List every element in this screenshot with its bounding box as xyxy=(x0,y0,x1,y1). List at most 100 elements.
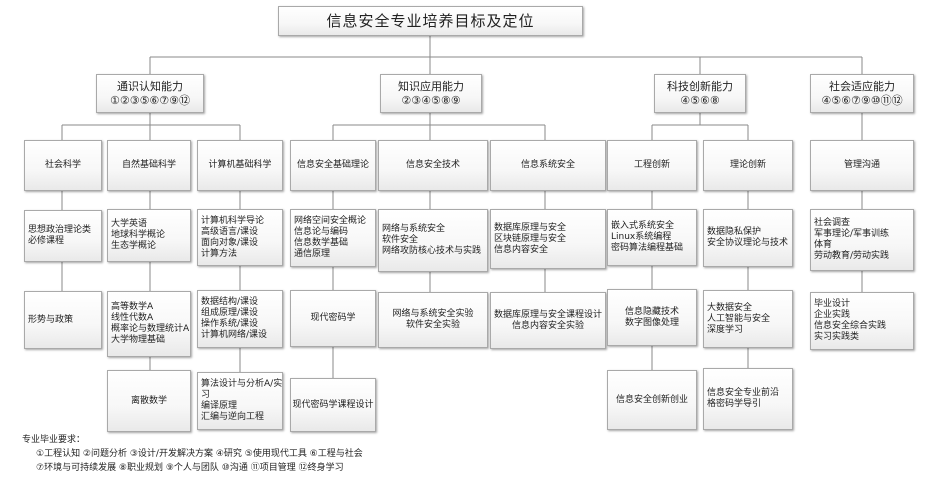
course-name: 大学物理基础 xyxy=(111,335,166,345)
course-name: 计算机科学导论 xyxy=(201,215,265,226)
course-name: 形势与政策 xyxy=(28,314,74,325)
course-name: 区块链原理与安全 xyxy=(494,233,567,244)
course-list-box: 数据结构/课设组成原理/课设操作系统/课设计算机网络/课设 xyxy=(197,290,283,348)
course-name: 地球科学概论 xyxy=(111,230,166,240)
course-name: 格密码学导引 xyxy=(707,399,762,409)
course-name: 密码算法编程基础 xyxy=(611,243,684,253)
course-name: 软件安全 xyxy=(382,235,419,245)
course-name: 网络与系统安全实验 xyxy=(392,309,474,319)
course-list-box: 现代密码学课程设计 xyxy=(290,378,376,432)
course-name: 人工智能与安全 xyxy=(707,313,771,324)
category-requirement-numbers: ④⑤⑥⑧ xyxy=(680,93,720,107)
category-title: 社会适应能力 xyxy=(829,79,895,93)
course-list-box: 计算机科学导论高级语言/课设面向对象/课设计算方法 xyxy=(197,209,283,266)
course-name: 军事理论/军事训练 xyxy=(814,229,890,239)
course-name: 汇编与逆向工程 xyxy=(201,412,265,422)
course-name: 组成原理/课设 xyxy=(201,308,259,318)
course-name: 现代密码学 xyxy=(310,313,356,323)
course-name: 信息安全专业前沿 xyxy=(707,388,780,398)
course-name: 网络空间安全概论 xyxy=(294,216,367,226)
course-name: 习 xyxy=(201,390,211,400)
category-requirement-numbers: ①②③⑤⑥⑦⑨⑫ xyxy=(109,93,191,107)
course-list-box: 大学英语地球科学概论生态学概论 xyxy=(107,209,191,262)
course-list-box: 信息安全创新创业 xyxy=(607,370,697,430)
legend-title: 专业毕业要求： xyxy=(22,435,86,445)
course-name: 社会调查 xyxy=(814,218,851,228)
course-group-header: 自然基础科学 xyxy=(107,140,191,191)
course-name: Linux系统编程 xyxy=(611,232,672,242)
course-list-box: 信息安全专业前沿格密码学导引 xyxy=(703,368,793,430)
course-name: 现代密码学课程设计 xyxy=(292,399,374,410)
course-name: 数据库原理与安全课程设计 xyxy=(493,309,602,320)
course-name: 信息隐藏技术 xyxy=(624,306,679,317)
course-name: 信息内容安全实验 xyxy=(511,320,584,331)
course-name: 面向对象/课设 xyxy=(201,237,259,248)
legend-row-2: ⑦环境与可持续发展 ⑧职业规划 ⑨个人与团队 ⑩沟通 ⑪项目管理 ⑫终身学习 xyxy=(36,463,344,473)
course-group-header: 信息系统安全 xyxy=(490,140,606,191)
category-title: 知识应用能力 xyxy=(398,79,464,93)
course-list-box: 社会调查军事理论/军事训练体育劳动教育/劳动实践 xyxy=(810,209,914,271)
course-name: 体育 xyxy=(814,240,833,250)
course-list-box: 信息隐藏技术数字图像处理 xyxy=(607,289,697,346)
course-name: 计算方法 xyxy=(201,248,238,259)
course-name: 安全协议理论与技术 xyxy=(707,238,789,248)
course-name: 软件安全实验 xyxy=(405,320,460,330)
course-name: 高级语言/课设 xyxy=(201,226,259,237)
course-list-box: 形势与政策 xyxy=(24,291,102,349)
course-group-header: 社会科学 xyxy=(24,140,102,191)
course-name: 概率论与数理统计A xyxy=(111,324,190,334)
course-name: 信息安全综合实践 xyxy=(814,321,887,331)
course-group-header: 管理沟通 xyxy=(810,140,914,191)
category-requirement-numbers: ②③④⑤⑧⑨ xyxy=(401,93,461,107)
course-list-box: 数据库原理与安全区块链原理与安全信息内容安全 xyxy=(490,209,606,269)
course-name: 高等数学A xyxy=(111,302,154,312)
course-list-box: 数据隐私保护安全协议理论与技术 xyxy=(703,209,793,267)
course-name: 数据结构/课设 xyxy=(201,297,259,307)
course-name: 大数据安全 xyxy=(707,302,753,313)
course-name: 嵌入式系统安全 xyxy=(611,221,675,231)
course-list-box: 算法设计与分析A/实习编译原理汇编与逆向工程 xyxy=(197,372,283,430)
course-group-header: 计算机基础科学 xyxy=(197,140,283,191)
course-list-box: 大数据安全人工智能与安全深度学习 xyxy=(703,290,793,348)
course-list-box: 思想政治理论类必修课程 xyxy=(24,210,102,262)
category-requirement-numbers: ④⑤⑥⑦⑨⑩⑪⑫ xyxy=(821,93,903,107)
course-list-box: 毕业设计企业实践信息安全综合实践实习实践类 xyxy=(810,292,914,350)
course-name: 数据库原理与安全 xyxy=(494,222,567,233)
category-title: 通识认知能力 xyxy=(117,79,183,93)
course-group-header: 信息安全基础理论 xyxy=(290,140,376,191)
category-title: 科技创新能力 xyxy=(667,79,733,93)
course-name: 网络与系统安全 xyxy=(382,224,446,234)
course-name: 编译原理 xyxy=(201,401,238,411)
root-title: 信息安全专业培养目标及定位 xyxy=(278,6,583,36)
course-name: 算法设计与分析A/实 xyxy=(201,379,283,389)
course-list-box: 网络与系统安全实验软件安全实验 xyxy=(378,292,488,348)
course-name: 离散数学 xyxy=(130,395,167,406)
course-group-header: 理论创新 xyxy=(703,140,793,191)
course-name: 数据隐私保护 xyxy=(707,227,762,237)
course-name: 信息论与编码 xyxy=(294,227,349,237)
course-name: 信息数学基础 xyxy=(294,238,349,248)
course-list-box: 网络与系统安全软件安全网络攻防核心技术与实践 xyxy=(378,209,488,272)
course-name: 通信原理 xyxy=(294,249,331,259)
course-name: 思想政治理论类 xyxy=(28,225,92,235)
course-name: 网络攻防核心技术与实践 xyxy=(382,246,482,256)
course-name: 数字图像处理 xyxy=(624,317,679,328)
course-group-header: 工程创新 xyxy=(607,140,697,191)
course-list-box: 现代密码学 xyxy=(290,290,376,347)
course-list-box: 离散数学 xyxy=(107,370,191,432)
course-name: 生态学概论 xyxy=(111,241,157,251)
course-list-box: 网络空间安全概论信息论与编码信息数学基础通信原理 xyxy=(290,209,376,267)
course-name: 深度学习 xyxy=(707,324,744,335)
course-name: 计算机网络/课设 xyxy=(201,330,268,340)
course-name: 毕业设计 xyxy=(814,299,851,309)
course-name: 信息内容安全 xyxy=(494,244,549,255)
course-group-header: 信息安全技术 xyxy=(378,140,488,191)
course-name: 大学英语 xyxy=(111,219,148,229)
course-name: 劳动教育/劳动实践 xyxy=(814,251,890,261)
course-name: 信息安全创新创业 xyxy=(615,394,688,405)
course-name: 操作系统/课设 xyxy=(201,319,259,329)
